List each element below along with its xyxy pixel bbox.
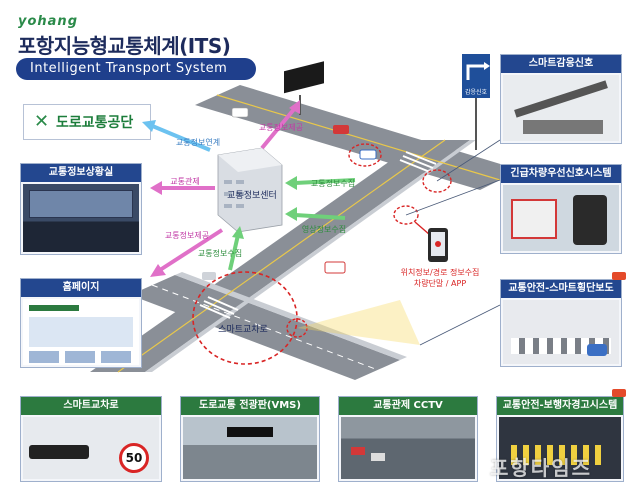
crosswalk-lower (199, 296, 239, 319)
panel-emergency-priority-title: 긴급차량우선신호시스템 (501, 165, 621, 183)
car-police (359, 149, 377, 160)
sensor-circle-top (348, 143, 382, 167)
page-title: 포항지능형교통체계(ITS) (18, 34, 231, 58)
panel-info-room-title: 교통정보상황실 (21, 164, 141, 182)
emergency-image (503, 185, 619, 251)
flow-info-provide-left: 교통정보제공 (165, 230, 209, 240)
arrow-video-collect (285, 207, 346, 221)
panel-pedestrian-warning: 교통안전-보행자경고시스템 (496, 396, 624, 482)
smart-intersection-circle (192, 271, 298, 365)
car-gray (202, 272, 216, 280)
lower-road (130, 275, 400, 380)
guide-sign (462, 54, 490, 150)
panel-emergency-priority: 긴급차량우선신호시스템 (500, 164, 622, 254)
panel-smart-signal-title: 스마트감응신호 (501, 55, 621, 73)
panel-smart-signal: 스마트감응신호 (500, 54, 622, 144)
panel-smart-crosswalk: 교통안전-스마트횡단보도 (500, 279, 622, 367)
smartphone-icon (428, 228, 448, 262)
connector-emergency (405, 179, 501, 216)
kora-box: ✕ 도로교통공단 (23, 104, 151, 140)
smart-intersection-label: 스마트교차로 (218, 323, 268, 335)
info-room-photo (23, 184, 139, 252)
logo: yohang (18, 14, 78, 29)
arrow-info-collect-bottom (228, 226, 244, 271)
lane-lower (151, 284, 379, 371)
sidewalk-lower (175, 272, 407, 360)
crosswalk-upper (399, 151, 437, 173)
flow-info-collect-bottom: 교통정보수집 (198, 248, 242, 258)
speed-limit-sign: 50 (119, 443, 149, 473)
location-collect-label: 위치정보/경로 정보수집 (401, 267, 480, 277)
arrow-location-collect (414, 221, 431, 236)
arrow-info-collect-right (285, 176, 356, 190)
flow-info-collect-right: 교통정보수집 (311, 178, 355, 188)
panel-vms-title: 도로교통 전광판(VMS) (181, 397, 319, 415)
sensor-circle-low (286, 318, 308, 338)
center-label: 교통정보센터 (227, 190, 277, 201)
arrow-info-link (142, 120, 211, 152)
badge-pedestrian (612, 389, 626, 397)
kora-logo-icon: ✕ (34, 111, 50, 132)
panel-pedestrian-warning-title: 교통안전-보행자경고시스템 (497, 397, 623, 415)
car-red (333, 125, 349, 134)
flow-video-collect: 영상정보수집 (302, 224, 346, 234)
sign-text: 감응신호 (465, 88, 488, 96)
flow-info-provide-top: 교통정보제공 (259, 122, 303, 132)
panel-smart-intersection-title: 스마트교차로 (21, 397, 161, 415)
panel-homepage: 홈페이지 (20, 278, 142, 368)
sensor-circle-right (422, 169, 452, 193)
panel-cctv-title: 교통관제 CCTV (339, 397, 477, 415)
panel-homepage-title: 홈페이지 (21, 279, 141, 297)
arrow-info-provide-top (260, 100, 300, 150)
lane-upper (216, 94, 501, 181)
page-subtitle: Intelligent Transport System (16, 58, 256, 80)
badge-crosswalk (612, 272, 626, 280)
homepage-screenshot (23, 299, 139, 365)
panel-smart-intersection: 스마트교차로 50 (20, 396, 162, 482)
panel-smart-crosswalk-title: 교통안전-스마트횡단보도 (501, 280, 621, 298)
road-network (90, 85, 520, 380)
smart-intersection-image: 50 (23, 417, 159, 479)
flow-info-link: 교통정보연계 (176, 137, 220, 147)
arrow-info-provide-left (150, 228, 224, 277)
sensor-beam (297, 300, 420, 345)
ambulance (324, 261, 346, 274)
flow-traffic-control: 교통관제 (170, 176, 199, 186)
connector-signal (436, 139, 501, 182)
pedestrian-warning-image (499, 417, 621, 479)
smart-crosswalk-image (503, 300, 619, 364)
watermark: 포항타임즈 (490, 456, 592, 480)
connector-crosswalk (419, 304, 501, 346)
car-white (231, 107, 249, 118)
arrow-traffic-control (150, 181, 215, 195)
traffic-center-building (217, 147, 283, 233)
panel-cctv: 교통관제 CCTV (338, 396, 478, 482)
smart-signal-image (503, 75, 619, 141)
sensor-circle-mid (393, 205, 419, 225)
cctv-image (341, 417, 475, 479)
lane-main (117, 139, 446, 373)
vms-image (183, 417, 317, 479)
vehicle-terminal-label: 차량단말 / APP (414, 278, 467, 288)
panel-info-room: 교통정보상황실 (20, 163, 142, 255)
panel-vms: 도로교통 전광판(VMS) (180, 396, 320, 482)
kora-name: 도로교통공단 (56, 115, 134, 131)
